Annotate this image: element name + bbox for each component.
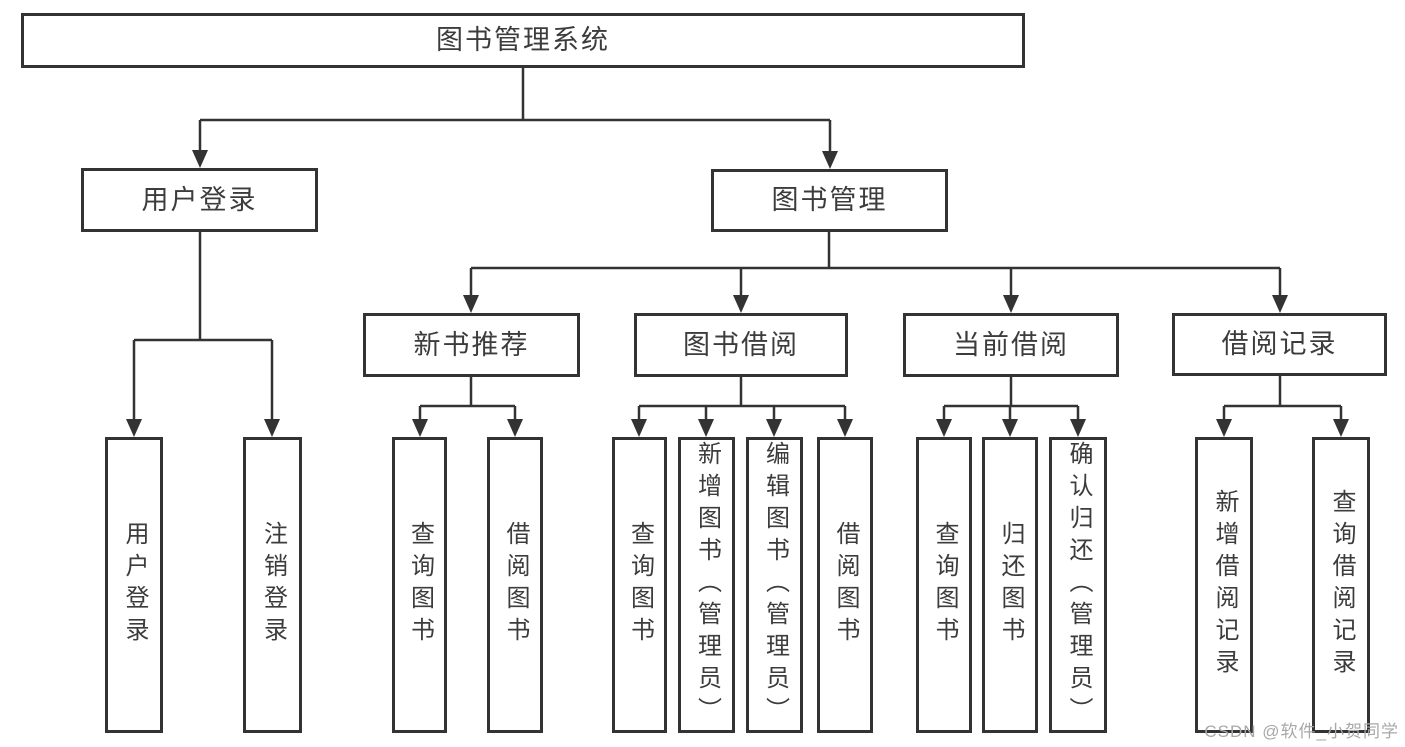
- leaf-label: 编辑图书（管理员）: [761, 441, 789, 729]
- leaf-label: 新增图书（管理员）: [693, 441, 721, 729]
- node-label: 图书管理系统: [436, 25, 610, 55]
- leaf-label: 查询图书: [406, 521, 434, 649]
- leaf-label: 借阅图书: [832, 521, 859, 649]
- leaf-label: 确认归还（管理员）: [1065, 441, 1092, 729]
- node-label: 借阅记录: [1221, 329, 1338, 359]
- leaf-query-books-recommend: 查询图书: [392, 437, 447, 733]
- leaf-borrow-books-recommend: 借阅图书: [487, 437, 543, 733]
- node-user-login: 用户登录: [81, 168, 318, 232]
- node-borrow-records: 借阅记录: [1172, 313, 1387, 376]
- leaf-label: 注销登录: [259, 521, 287, 649]
- leaf-label: 新增借阅记录: [1211, 489, 1238, 681]
- arrowhead: [412, 419, 523, 437]
- leaf-query-books-borrow: 查询图书: [612, 437, 667, 733]
- leaf-label: 用户登录: [121, 521, 148, 649]
- connector-new-book-recommend-to-leaves: [412, 377, 523, 437]
- connector-current-borrow-to-leaves: [936, 377, 1086, 437]
- leaf-label: 查询借阅记录: [1328, 489, 1355, 681]
- leaf-label: 查询图书: [931, 521, 958, 649]
- arrowhead: [126, 419, 280, 437]
- node-book-borrow: 图书借阅: [634, 313, 848, 377]
- node-label: 图书借阅: [683, 329, 799, 360]
- leaf-edit-books-admin: 编辑图书（管理员）: [746, 437, 803, 733]
- node-label: 用户登录: [141, 184, 258, 215]
- leaf-add-books-admin: 新增图书（管理员）: [678, 437, 735, 733]
- leaf-query-books-current: 查询图书: [916, 437, 972, 733]
- arrowhead: [463, 295, 1288, 313]
- leaf-confirm-return-admin: 确认归还（管理员）: [1049, 437, 1107, 733]
- leaf-user-login: 用户登录: [105, 437, 163, 733]
- node-book-management: 图书管理: [711, 169, 948, 232]
- connector-book-borrow-to-leaves: [631, 377, 853, 437]
- leaf-query-borrow-record: 查询借阅记录: [1312, 437, 1370, 733]
- leaf-logout: 注销登录: [243, 437, 302, 733]
- leaf-label: 查询图书: [626, 521, 654, 649]
- leaf-label: 归还图书: [997, 521, 1024, 649]
- connector-root-to-level2: [192, 68, 838, 169]
- csdn-watermark: CSDN @软件_小贺同学: [1204, 722, 1399, 741]
- connector-book-management-to-level3: [463, 232, 1288, 313]
- connector-user-login-to-leaves: [126, 232, 280, 437]
- leaf-label: 借阅图书: [502, 521, 529, 649]
- leaf-add-borrow-record: 新增借阅记录: [1195, 437, 1253, 733]
- arrowhead: [936, 419, 1086, 437]
- node-current-borrow: 当前借阅: [903, 313, 1119, 377]
- leaf-return-books: 归还图书: [982, 437, 1038, 733]
- node-label: 图书管理: [771, 185, 888, 215]
- leaf-borrow-books: 借阅图书: [817, 437, 873, 733]
- connector-borrow-records-to-leaves: [1216, 376, 1349, 437]
- node-label: 当前借阅: [953, 329, 1069, 360]
- node-new-book-recommend: 新书推荐: [363, 313, 580, 377]
- arrowhead: [1216, 419, 1349, 437]
- arrowhead: [192, 150, 838, 169]
- arrowhead: [631, 419, 853, 437]
- node-label: 新书推荐: [413, 329, 530, 360]
- node-library-management-system: 图书管理系统: [21, 13, 1025, 68]
